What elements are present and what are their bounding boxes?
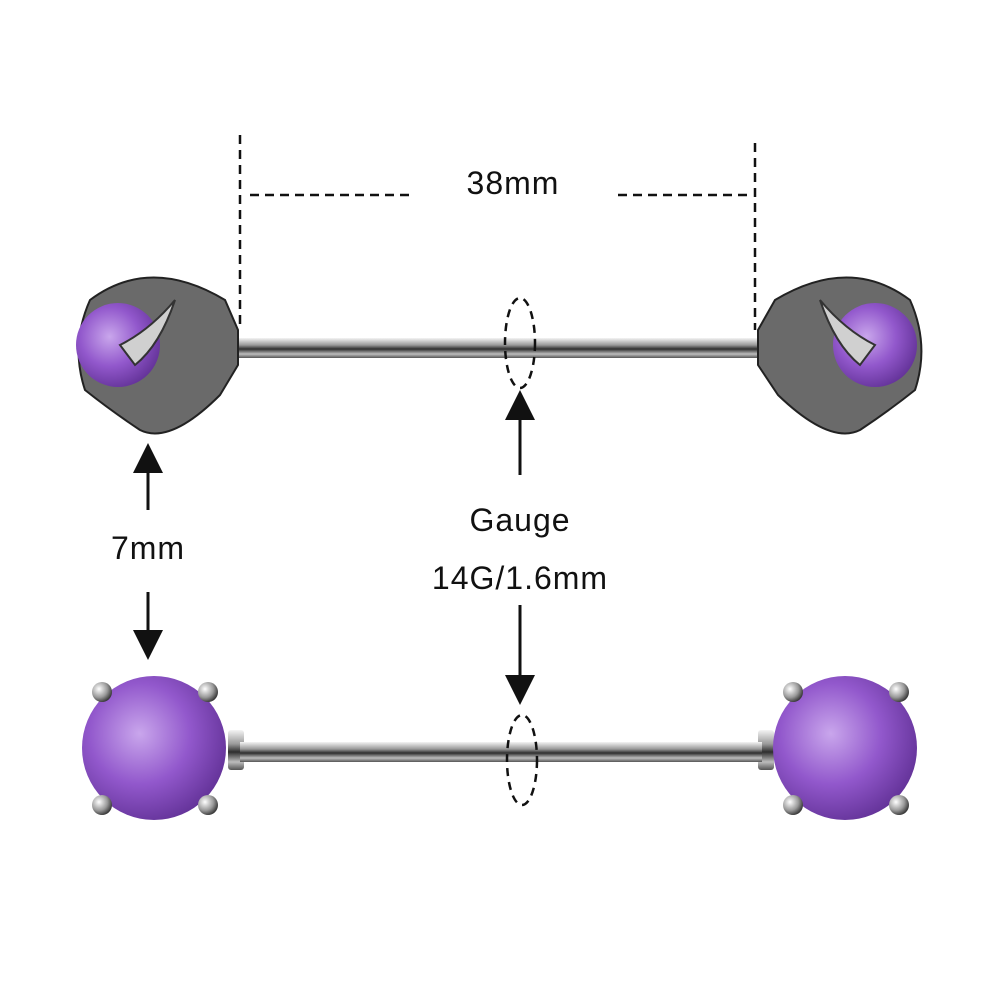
left-claw-ball [76,276,239,435]
ball-size-label: 7mm [110,530,186,566]
length-dimension [238,135,757,330]
left-prong-ball [82,676,226,820]
gauge-value: 14G/1.6mm [431,560,609,596]
claw-barbell [76,276,923,435]
gauge-marker-bottom [505,713,539,807]
right-claw-ball [757,276,923,435]
gauge-marker-top [503,296,537,390]
length-label: 38mm [466,165,560,201]
bottom-bar [240,742,762,762]
top-bar [232,338,762,358]
prong-barbell [82,676,917,820]
right-prong-ball [773,676,917,820]
gauge-title: Gauge [469,502,571,538]
